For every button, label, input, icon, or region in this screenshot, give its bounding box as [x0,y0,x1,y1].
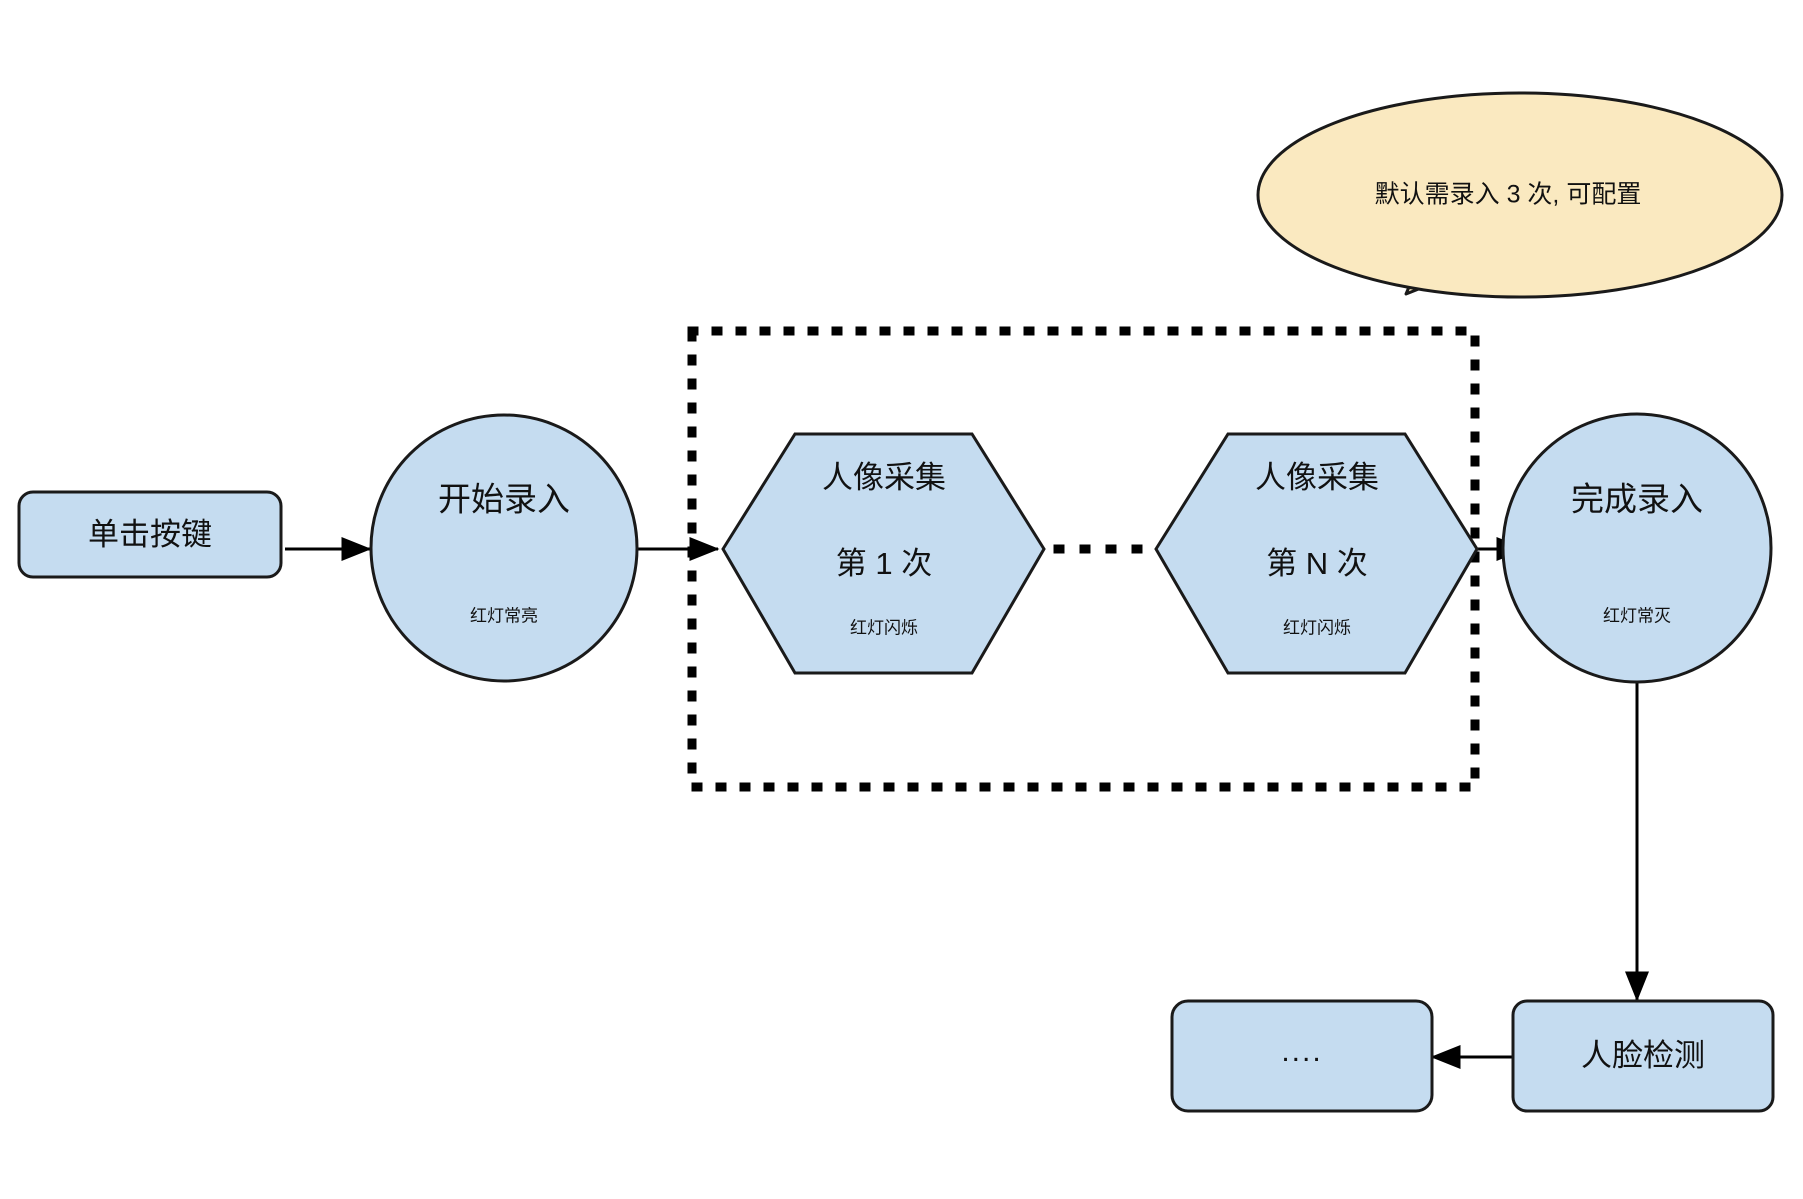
node-more-steps[interactable]: .... [1170,999,1434,1113]
face-detect-shape[interactable] [1511,999,1775,1113]
finish-enroll-shape[interactable] [1501,412,1773,684]
click-button-shape[interactable] [17,490,283,579]
capture-nth-label-line2: 第 N 次 [1266,546,1368,581]
capture-nth-label-line1: 人像采集 [1255,460,1379,495]
click-button-label: 单击按键 [88,517,212,552]
start-enroll-label: 开始录入 [438,481,570,518]
more-steps-shape[interactable] [1170,999,1434,1113]
finish-enroll-sublabel: 红灯常灭 [1603,606,1671,625]
capture-nth-sublabel: 红灯闪烁 [1283,618,1351,637]
start-enroll-sublabel: 红灯常亮 [470,606,538,625]
capture-first-label-line1: 人像采集 [822,460,946,495]
node-face-detect[interactable]: 人脸检测 [1511,999,1775,1113]
capture-nth-shape[interactable] [1154,432,1479,675]
node-start-enroll[interactable]: 开始录入 红灯常亮 [369,413,639,683]
callout-bubble: 默认需录入 3 次, 可配置 [1256,91,1784,299]
capture-first-sublabel: 红灯闪烁 [850,618,918,637]
node-finish-enroll[interactable]: 完成录入 红灯常灭 [1501,412,1773,684]
start-enroll-shape[interactable] [369,413,639,683]
callout-ellipse [1256,91,1784,299]
capture-first-label-line2: 第 1 次 [836,546,932,581]
capture-loop-group-border [687,326,1480,792]
node-click-button[interactable]: 单击按键 [17,490,283,579]
callout-label: 默认需录入 3 次, 可配置 [1375,181,1642,209]
finish-enroll-label: 完成录入 [1571,481,1703,518]
more-steps-label: .... [1281,1035,1322,1068]
capture-first-shape[interactable] [721,432,1046,675]
node-capture-first[interactable]: 人像采集 第 1 次 红灯闪烁 [721,432,1046,675]
node-capture-nth[interactable]: 人像采集 第 N 次 红灯闪烁 [1154,432,1479,675]
face-detect-label: 人脸检测 [1581,1038,1705,1073]
